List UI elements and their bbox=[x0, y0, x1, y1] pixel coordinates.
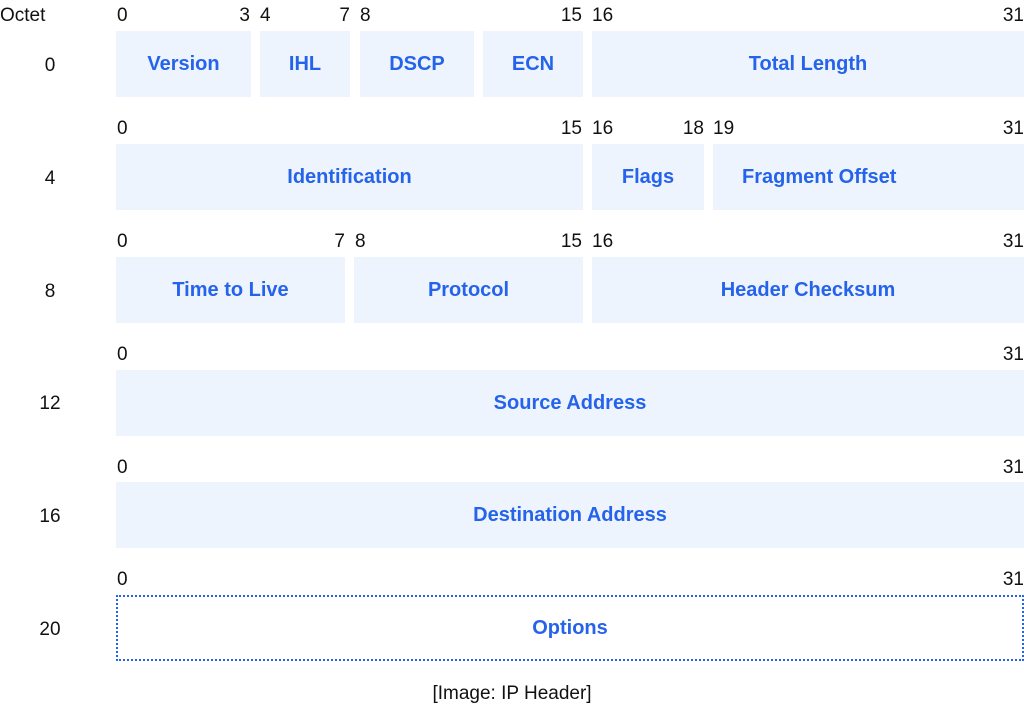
flags-field: Flags bbox=[592, 144, 704, 210]
bit-label: 7 bbox=[339, 5, 350, 26]
octet-label-8: 8 bbox=[44, 281, 56, 302]
version-field: Version bbox=[116, 31, 251, 97]
octet-column-header: Octet bbox=[0, 5, 46, 26]
bit-label: 16 bbox=[592, 231, 614, 252]
octet-label-20: 20 bbox=[39, 619, 61, 640]
protocol-field: Protocol bbox=[354, 257, 583, 323]
bit-label: 8 bbox=[360, 5, 371, 26]
total-length-field: Total Length bbox=[592, 31, 1024, 97]
bit-label: 0 bbox=[117, 457, 128, 478]
dscp-field: DSCP bbox=[360, 31, 474, 97]
ecn-field: ECN bbox=[483, 31, 583, 97]
header-checksum-field: Header Checksum bbox=[592, 257, 1024, 323]
bit-label: 31 bbox=[1002, 118, 1024, 139]
octet-label-4: 4 bbox=[44, 168, 56, 189]
bit-label: 0 bbox=[117, 118, 128, 139]
bit-label: 15 bbox=[560, 231, 582, 252]
bit-label: 15 bbox=[560, 118, 582, 139]
bit-label: 15 bbox=[560, 5, 582, 26]
octet-label-12: 12 bbox=[39, 393, 61, 414]
octet-label-0: 0 bbox=[44, 55, 56, 76]
image-caption: [Image: IP Header] bbox=[432, 683, 592, 704]
bit-label: 0 bbox=[117, 5, 128, 26]
bit-label: 16 bbox=[592, 118, 614, 139]
octet-label-16: 16 bbox=[39, 506, 61, 527]
bit-label: 16 bbox=[592, 5, 614, 26]
bit-label: 31 bbox=[1002, 344, 1024, 365]
bit-label: 31 bbox=[1002, 231, 1024, 252]
bit-label: 0 bbox=[117, 569, 128, 590]
bit-label: 7 bbox=[334, 231, 345, 252]
bit-label: 18 bbox=[682, 118, 704, 139]
bit-label: 19 bbox=[713, 118, 735, 139]
destination-address-field: Destination Address bbox=[116, 482, 1024, 548]
bit-label: 31 bbox=[1002, 5, 1024, 26]
bit-label: 0 bbox=[117, 231, 128, 252]
bit-label: 0 bbox=[117, 344, 128, 365]
ihl-field: IHL bbox=[260, 31, 350, 97]
fragment-offset-field: Fragment Offset bbox=[713, 144, 1024, 210]
bit-label: 4 bbox=[260, 5, 271, 26]
identification-field: Identification bbox=[116, 144, 583, 210]
bit-label: 31 bbox=[1002, 457, 1024, 478]
options-field: Options bbox=[116, 595, 1024, 661]
bit-label: 3 bbox=[239, 5, 250, 26]
bit-label: 31 bbox=[1002, 569, 1024, 590]
bit-label: 8 bbox=[355, 231, 366, 252]
time-to-live-field: Time to Live bbox=[116, 257, 345, 323]
source-address-field: Source Address bbox=[116, 370, 1024, 436]
